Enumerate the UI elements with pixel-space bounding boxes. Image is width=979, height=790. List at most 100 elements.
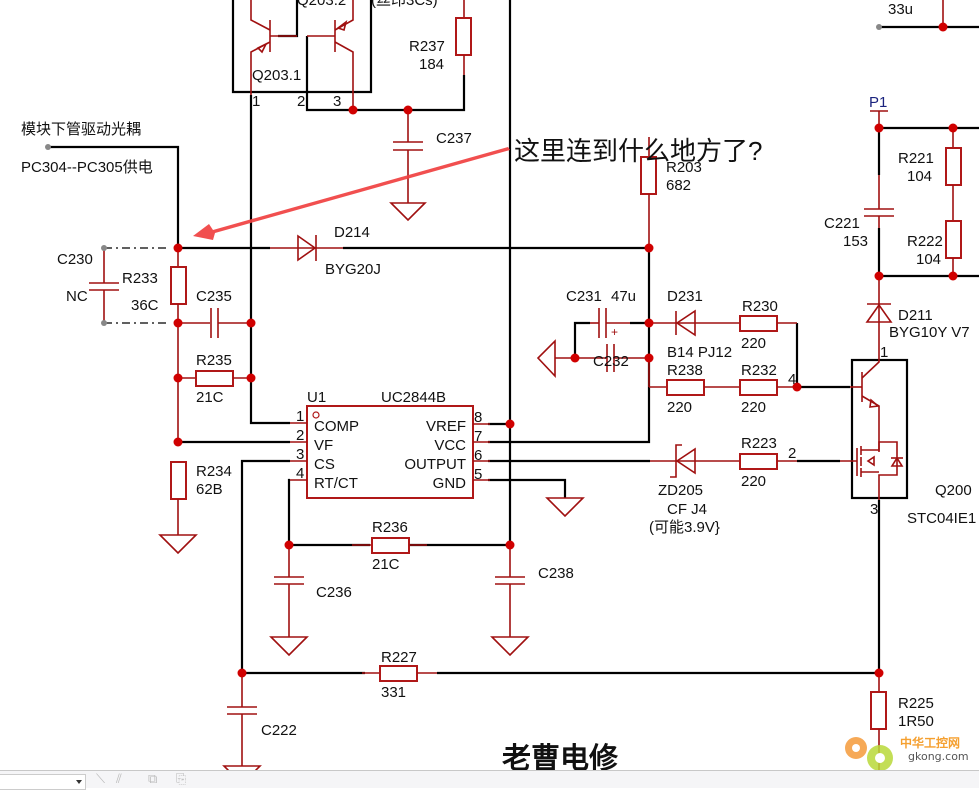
c231-ref: C231	[566, 288, 602, 305]
q200-ref: Q200	[935, 482, 972, 499]
c231-value: 47u	[611, 288, 636, 305]
r227-value: 331	[381, 684, 406, 701]
transistor-q203-2	[307, 0, 354, 110]
resistor-r232	[739, 379, 778, 396]
zoom-combo[interactable]	[0, 774, 86, 790]
r236-value: 21C	[372, 556, 400, 573]
resistor-r235	[195, 370, 234, 387]
top-cap-value: 33u	[888, 1, 913, 18]
annotation-question: 这里连到什么地方了?	[514, 136, 762, 166]
r221-ref: R221	[898, 150, 934, 167]
ic-u1-body	[306, 405, 474, 499]
resistor-r234	[170, 461, 187, 500]
schematic-canvas: +	[21, 0, 979, 786]
diode-d214	[270, 234, 343, 262]
junctions	[173, 22, 958, 678]
q203-1-ref: Q203.1	[252, 67, 301, 84]
u1-pin-cs: CS	[314, 456, 335, 473]
resistor-r225	[870, 691, 887, 730]
u1-part: UC2844B	[381, 389, 446, 406]
wires	[48, 0, 979, 675]
q203-pin-3: 3	[333, 93, 341, 110]
watermark-site-cn: 中华工控网	[900, 736, 961, 750]
c221-ref: C221	[824, 215, 860, 232]
r203-ref: R203	[666, 159, 702, 176]
r225-value: 1R50	[898, 713, 934, 730]
u1-pin4-num: 4	[296, 465, 304, 482]
r232-ref: R232	[741, 362, 777, 379]
r234-ref: R234	[196, 463, 232, 480]
c238-ref: C238	[538, 565, 574, 582]
u1-pin1-num: 1	[296, 408, 304, 425]
r238-value: 220	[667, 399, 692, 416]
r221-value: 104	[907, 168, 932, 185]
watermark-site-en: gkong.com	[908, 750, 969, 763]
c222-ref: C222	[261, 722, 297, 739]
resistor-r238	[666, 379, 705, 396]
u1-pin-output: OUTPUT	[404, 456, 466, 473]
r234-value: 62B	[196, 481, 223, 498]
u1-pin-gnd: GND	[433, 475, 467, 492]
u1-pin-comp: COMP	[314, 418, 359, 435]
c232-ref: C232	[593, 353, 629, 370]
r232-value: 220	[741, 399, 766, 416]
r222-value: 104	[916, 251, 941, 268]
annotation-arrow	[193, 147, 510, 240]
resistor-r233	[170, 266, 187, 305]
q200-pin3-num: 3	[870, 501, 878, 518]
labels: 模块下管驱动光耦 PC304--PC305供电 33u P1 Q203.2 (丝…	[21, 0, 976, 775]
r237-ref: R237	[409, 38, 445, 55]
u1-pin6-num: 6	[474, 447, 482, 464]
q200-pin4-num: 4	[788, 371, 796, 388]
copy-page-icon[interactable]: ⧉	[148, 772, 158, 787]
d211-value: BYG10Y V7	[889, 324, 970, 341]
q200-pin1-num: 1	[880, 344, 888, 361]
c230-value: NC	[66, 288, 88, 305]
r223-ref: R223	[741, 435, 777, 452]
r230-ref: R230	[742, 298, 778, 315]
capacitor-c230	[89, 245, 168, 326]
u1-pin8-num: 8	[474, 409, 482, 426]
bottom-toolbar: ⟍ ⫽ ⧉ ⎘	[0, 770, 979, 790]
zd205-note: (可能3.9V}	[649, 519, 720, 536]
r235-value: 21C	[196, 389, 224, 406]
double-line-tool-icon[interactable]: ⫽	[116, 772, 122, 787]
u1-pin-vref: VREF	[426, 418, 466, 435]
u1-pin-rtct: RT/CT	[314, 475, 358, 492]
p1-port-label: P1	[869, 94, 887, 111]
u1-pin2-num: 2	[296, 427, 304, 444]
resistor-r227	[379, 665, 418, 682]
c221-value: 153	[843, 233, 868, 250]
zd205-ref: ZD205	[658, 482, 703, 499]
r222-ref: R222	[907, 233, 943, 250]
chevron-down-icon	[76, 780, 82, 784]
net-terminal-icon	[45, 144, 51, 150]
c230-ref: C230	[57, 251, 93, 268]
author-title: 老曹电修	[502, 742, 619, 770]
d214-value: BYG20J	[325, 261, 381, 278]
d231-ref: D231	[667, 288, 703, 305]
paste-page-icon[interactable]: ⎘	[176, 772, 187, 787]
c236-ref: C236	[316, 584, 352, 601]
transistor-q200	[840, 355, 904, 500]
r203-value: 682	[666, 177, 691, 194]
c235-ref: C235	[196, 288, 232, 305]
gear-icon	[845, 737, 893, 771]
line-tool-icon[interactable]: ⟍	[96, 772, 106, 787]
c237-ref: C237	[436, 130, 472, 147]
r227-ref: R227	[381, 649, 417, 666]
gkong-watermark: 中华工控网 gkong.com	[838, 728, 978, 778]
r223-value: 220	[741, 473, 766, 490]
resistor-r230	[739, 315, 778, 332]
q203-2-ref: Q203.2	[297, 0, 346, 9]
u1-pin7-num: 7	[474, 428, 482, 445]
transistor-q203-1	[250, 0, 297, 95]
supply-label: PC304--PC305供电	[21, 159, 153, 176]
r238-ref: R238	[667, 362, 703, 379]
resistor-r237	[455, 17, 472, 56]
components: +	[45, 0, 962, 786]
q203-2-marking: (丝印3Cs)	[371, 0, 438, 9]
q200-value: STC04IE1	[907, 510, 976, 527]
r230-value: 220	[741, 335, 766, 352]
zd205-value: CF J4	[667, 501, 707, 518]
